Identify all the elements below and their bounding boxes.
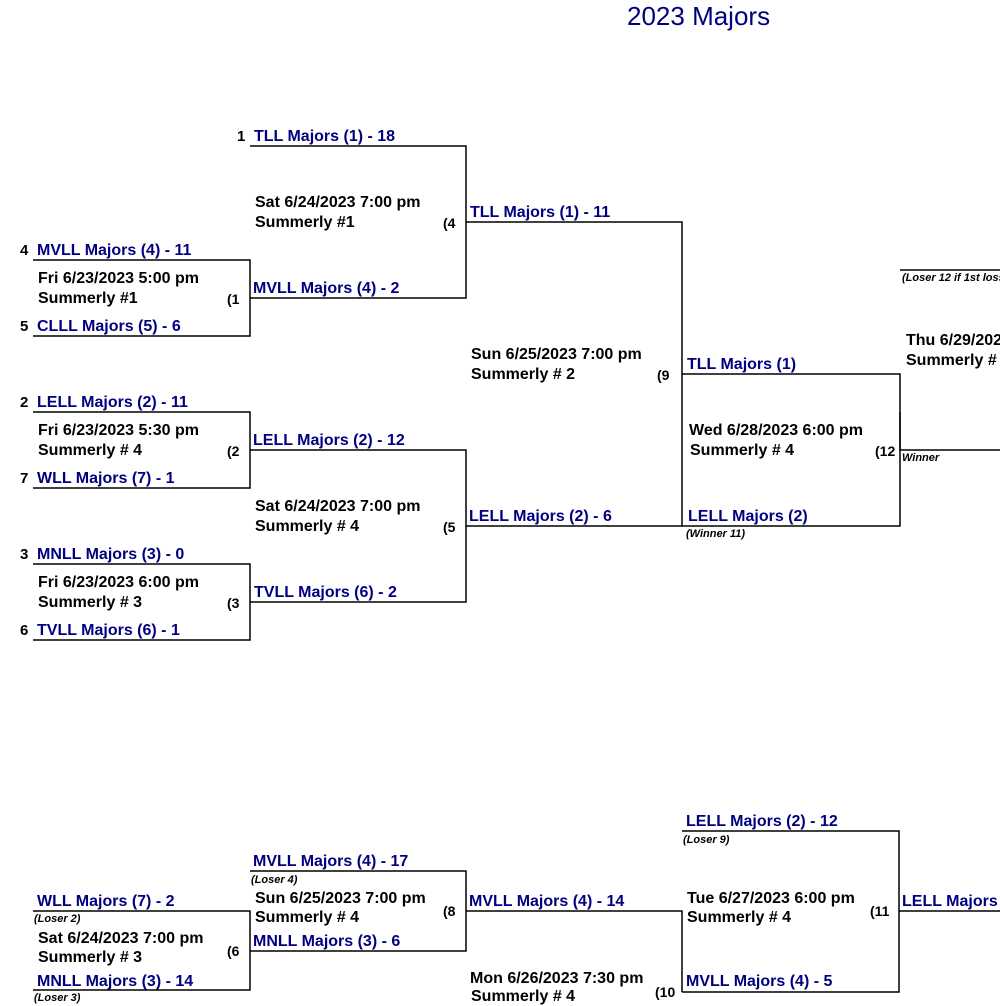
game-9-number: (9: [657, 367, 670, 383]
seed-7: 7: [20, 470, 29, 487]
game-4-site: Summerly #1: [255, 214, 355, 231]
game-10-site: Summerly # 4: [471, 988, 576, 1005]
game-1-site: Summerly #1: [38, 290, 138, 307]
game-5-site: Summerly # 4: [255, 518, 360, 535]
team-mvll-l4[interactable]: MVLL Majors (4) - 5: [686, 973, 833, 990]
game-11-date: Tue 6/27/2023 6:00 pm: [687, 890, 855, 907]
game-1-number: (1: [227, 291, 240, 307]
seed-2: 2: [20, 394, 29, 411]
game-3-date: Fri 6/23/2023 6:00 pm: [38, 574, 199, 591]
game-4-number: (4: [443, 215, 456, 231]
game-11-number: (11: [870, 903, 890, 919]
seed-6: 6: [20, 622, 29, 639]
team-wll-r1[interactable]: WLL Majors (7) - 1: [37, 470, 175, 487]
team-mvll-l3[interactable]: MVLL Majors (4) - 14: [469, 893, 625, 910]
game-9-date: Sun 6/25/2023 7:00 pm: [471, 346, 642, 363]
game-12-site: Summerly # 4: [690, 442, 795, 459]
game-3-site: Summerly # 3: [38, 594, 143, 611]
game-11-site: Summerly # 4: [687, 909, 792, 926]
team-mnll-r1[interactable]: MNLL Majors (3) - 0: [37, 546, 185, 563]
team-lell-r2[interactable]: LELL Majors (2) - 12: [253, 432, 405, 449]
game-9-site: Summerly # 2: [471, 366, 576, 383]
game-8-number: (8: [443, 903, 456, 919]
game-8-date: Sun 6/25/2023 7:00 pm: [255, 890, 426, 907]
note-loser-3: (Loser 3): [34, 992, 81, 1004]
game-8-site: Summerly # 4: [255, 909, 360, 926]
team-lell-r4[interactable]: LELL Majors (2): [688, 508, 808, 525]
team-mvll-l2[interactable]: MVLL Majors (4) - 17: [253, 853, 409, 870]
note-loser-4: (Loser 4): [251, 874, 298, 886]
team-lell-r3[interactable]: LELL Majors (2) - 6: [469, 508, 612, 525]
team-mvll-r2[interactable]: MVLL Majors (4) - 2: [253, 280, 400, 297]
team-lell-r1[interactable]: LELL Majors (2) - 11: [37, 394, 188, 411]
game-6-site: Summerly # 3: [38, 949, 143, 966]
page-title: 2023 Majors: [627, 1, 771, 31]
team-wll-l1[interactable]: WLL Majors (7) - 2: [37, 893, 175, 910]
game-2-site: Summerly # 4: [38, 442, 143, 459]
game-4-date: Sat 6/24/2023 7:00 pm: [255, 194, 421, 211]
team-tvll-r1[interactable]: TVLL Majors (6) - 1: [37, 622, 180, 639]
seed-3: 3: [20, 546, 29, 563]
team-lell-l4[interactable]: LELL Majors (2) - 12: [686, 813, 838, 830]
team-tll-r3[interactable]: TLL Majors (1) - 11: [470, 204, 611, 221]
game-2-number: (2: [227, 443, 240, 459]
team-mvll-r1[interactable]: MVLL Majors (4) - 11: [37, 242, 192, 259]
game-6-number: (6: [227, 943, 240, 959]
game-5-date: Sat 6/24/2023 7:00 pm: [255, 498, 421, 515]
game-12-date: Wed 6/28/2023 6:00 pm: [689, 422, 864, 439]
note-loser-12: (Loser 12 if 1st loss: [902, 272, 1000, 284]
team-clll-r1[interactable]: CLLL Majors (5) - 6: [37, 318, 181, 335]
team-mnll-l2[interactable]: MNLL Majors (3) - 6: [253, 933, 401, 950]
seed-4: 4: [20, 242, 29, 259]
seed-1: 1: [237, 128, 246, 145]
seed-5: 5: [20, 318, 29, 335]
note-winner: Winner: [902, 452, 940, 464]
note-loser-9: (Loser 9): [683, 834, 730, 846]
team-lell-l5[interactable]: LELL Majors: [902, 893, 998, 910]
game-10-date: Mon 6/26/2023 7:30 pm: [470, 970, 644, 987]
note-winner-11: (Winner 11): [686, 528, 745, 540]
team-tvll-r2[interactable]: TVLL Majors (6) - 2: [254, 584, 397, 601]
game-13-date: Thu 6/29/202: [906, 332, 1000, 349]
game-5-number: (5: [443, 519, 456, 535]
team-tll-r1[interactable]: TLL Majors (1) - 18: [254, 128, 396, 145]
game-2-date: Fri 6/23/2023 5:30 pm: [38, 422, 199, 439]
note-loser-2: (Loser 2): [34, 913, 81, 925]
game-10-number: (10: [655, 984, 676, 1000]
game-13-site: Summerly #: [906, 352, 997, 369]
game-6-date: Sat 6/24/2023 7:00 pm: [38, 930, 204, 947]
team-tll-r4[interactable]: TLL Majors (1): [687, 356, 797, 373]
game-3-number: (3: [227, 595, 240, 611]
team-mnll-l1[interactable]: MNLL Majors (3) - 14: [37, 973, 194, 990]
game-12-number: (12: [875, 443, 896, 459]
game-1-date: Fri 6/23/2023 5:00 pm: [38, 270, 199, 287]
